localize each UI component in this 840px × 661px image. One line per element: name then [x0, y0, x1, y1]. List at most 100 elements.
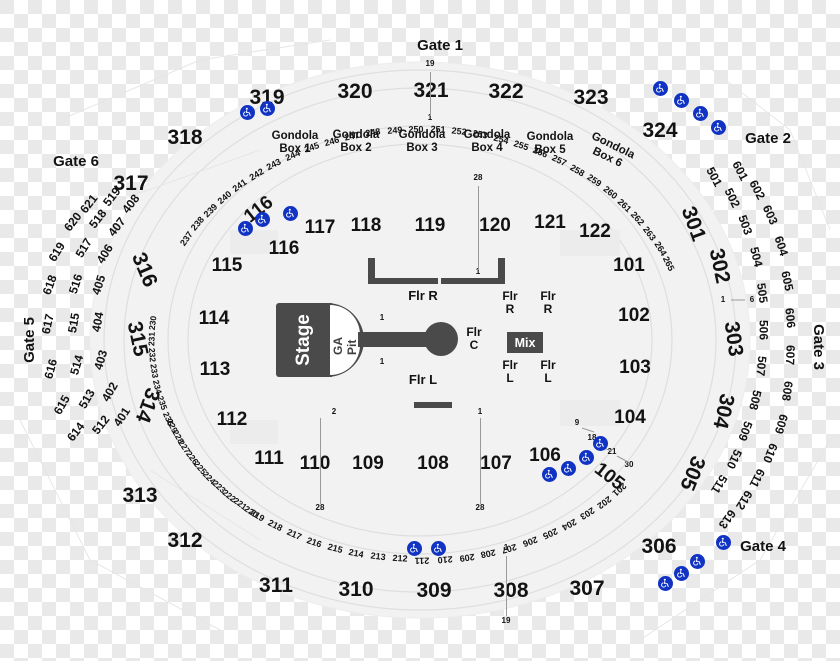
section-303-label[interactable]: 303 — [720, 320, 748, 358]
gate-label-gate-2[interactable]: Gate 2 — [745, 131, 791, 147]
suite-620-label[interactable]: 620 — [61, 210, 84, 234]
section-104-label[interactable]: 104 — [614, 408, 646, 428]
section-306-label[interactable]: 306 — [641, 535, 676, 558]
section-118-label[interactable]: 118 — [351, 216, 382, 236]
section-111-label[interactable]: 111 — [254, 449, 284, 469]
section-317-label[interactable]: 317 — [113, 172, 148, 195]
suite-606-label[interactable]: 606 — [782, 307, 798, 328]
section-322-label[interactable]: 322 — [488, 80, 523, 103]
suite-611-label[interactable]: 611 — [747, 466, 768, 490]
suite-512-label[interactable]: 512 — [89, 413, 112, 437]
section-116-label[interactable]: 116 — [269, 239, 300, 259]
accessible-seat-icon[interactable] — [560, 460, 576, 476]
suite-506-label[interactable]: 506 — [756, 320, 770, 340]
section-108-label[interactable]: 108 — [417, 454, 449, 474]
gate-label-gate-6[interactable]: Gate 6 — [53, 154, 99, 170]
suite-516-label[interactable]: 516 — [66, 272, 86, 295]
section-115-label[interactable]: 115 — [212, 256, 243, 276]
suite-403-label[interactable]: 403 — [91, 348, 110, 371]
section-302-label[interactable]: 302 — [705, 246, 735, 286]
section-316-label[interactable]: 316 — [127, 249, 162, 291]
section-120-label[interactable]: 120 — [479, 216, 511, 236]
suite-505-label[interactable]: 505 — [754, 282, 771, 304]
section-313-label[interactable]: 313 — [122, 484, 157, 507]
section-103-label[interactable]: 103 — [619, 358, 651, 378]
section-320-label[interactable]: 320 — [337, 80, 372, 103]
accessible-seat-icon[interactable] — [282, 205, 298, 221]
accessible-seat-icon[interactable] — [259, 100, 275, 116]
section-318-label[interactable]: 318 — [167, 126, 202, 149]
suite-601-label[interactable]: 601 — [729, 159, 751, 183]
suite-617-label[interactable]: 617 — [39, 313, 57, 336]
accessible-seat-icon[interactable] — [254, 211, 270, 227]
suite-515-label[interactable]: 515 — [65, 312, 82, 334]
suite-408-label[interactable]: 408 — [119, 192, 142, 216]
floor-flr-r-label[interactable]: Flr R — [408, 288, 438, 303]
accessible-seat-icon[interactable] — [239, 104, 255, 120]
suite-607-label[interactable]: 607 — [783, 345, 798, 366]
suite-508-label[interactable]: 508 — [746, 389, 764, 412]
suite-615-label[interactable]: 615 — [51, 393, 73, 417]
suite-509-label[interactable]: 509 — [735, 419, 755, 443]
suite-609-label[interactable]: 609 — [772, 413, 791, 436]
suite-514-label[interactable]: 514 — [67, 353, 86, 376]
suite-602-label[interactable]: 602 — [746, 178, 768, 202]
section-122-label[interactable]: 122 — [579, 222, 611, 242]
suite-517-label[interactable]: 517 — [73, 236, 95, 260]
section-324-label[interactable]: 324 — [642, 119, 677, 142]
suite-501-label[interactable]: 501 — [703, 165, 725, 189]
section-106-label[interactable]: 106 — [529, 446, 561, 466]
accessible-seat-icon[interactable] — [689, 553, 705, 569]
suite-616-label[interactable]: 616 — [41, 357, 60, 380]
suite-612-label[interactable]: 612 — [733, 488, 755, 512]
accessible-seat-icon[interactable] — [406, 540, 422, 556]
section-311-label[interactable]: 311 — [259, 574, 293, 597]
accessible-seat-icon[interactable] — [541, 466, 557, 482]
suite-613-label[interactable]: 613 — [716, 507, 739, 531]
suite-503-label[interactable]: 503 — [735, 213, 755, 237]
section-117-label[interactable]: 117 — [305, 218, 336, 238]
section-310-label[interactable]: 310 — [338, 578, 373, 601]
section-114-label[interactable]: 114 — [199, 309, 230, 329]
section-321-label[interactable]: 321 — [413, 79, 448, 102]
section-312-label[interactable]: 312 — [167, 529, 202, 552]
section-113-label[interactable]: 113 — [200, 360, 231, 380]
suite-610-label[interactable]: 610 — [760, 441, 780, 465]
suite-608-label[interactable]: 608 — [779, 380, 796, 402]
gate-label-gate-4[interactable]: Gate 4 — [740, 539, 786, 555]
accessible-seat-icon[interactable] — [692, 105, 708, 121]
gate-label-gate-5[interactable]: Gate 5 — [21, 317, 38, 363]
section-319-label[interactable]: 319 — [249, 86, 284, 109]
section-308-label[interactable]: 308 — [493, 579, 528, 602]
section-307-label[interactable]: 307 — [569, 577, 604, 600]
section-112-label[interactable]: 112 — [217, 410, 248, 430]
accessible-seat-icon[interactable] — [592, 435, 608, 451]
suite-407-label[interactable]: 407 — [105, 215, 128, 239]
accessible-seat-icon[interactable] — [237, 220, 253, 236]
accessible-seat-icon[interactable] — [652, 80, 668, 96]
gate-label-gate-3[interactable]: Gate 3 — [810, 324, 827, 370]
section-102-label[interactable]: 102 — [618, 306, 650, 326]
suite-511-label[interactable]: 511 — [708, 472, 730, 496]
section-107-label[interactable]: 107 — [480, 454, 512, 474]
suite-614-label[interactable]: 614 — [64, 420, 87, 444]
suite-401-label[interactable]: 401 — [110, 405, 133, 429]
section-323-label[interactable]: 323 — [573, 86, 608, 109]
accessible-seat-icon[interactable] — [715, 534, 731, 550]
accessible-seat-icon[interactable] — [710, 119, 726, 135]
suite-619-label[interactable]: 619 — [46, 240, 68, 264]
section-309-label[interactable]: 309 — [416, 579, 451, 602]
section-101-label[interactable]: 101 — [613, 256, 645, 276]
section-301-label[interactable]: 301 — [677, 203, 711, 244]
suite-605-label[interactable]: 605 — [778, 270, 796, 293]
suite-513-label[interactable]: 513 — [76, 387, 98, 411]
suite-502-label[interactable]: 502 — [722, 186, 743, 210]
